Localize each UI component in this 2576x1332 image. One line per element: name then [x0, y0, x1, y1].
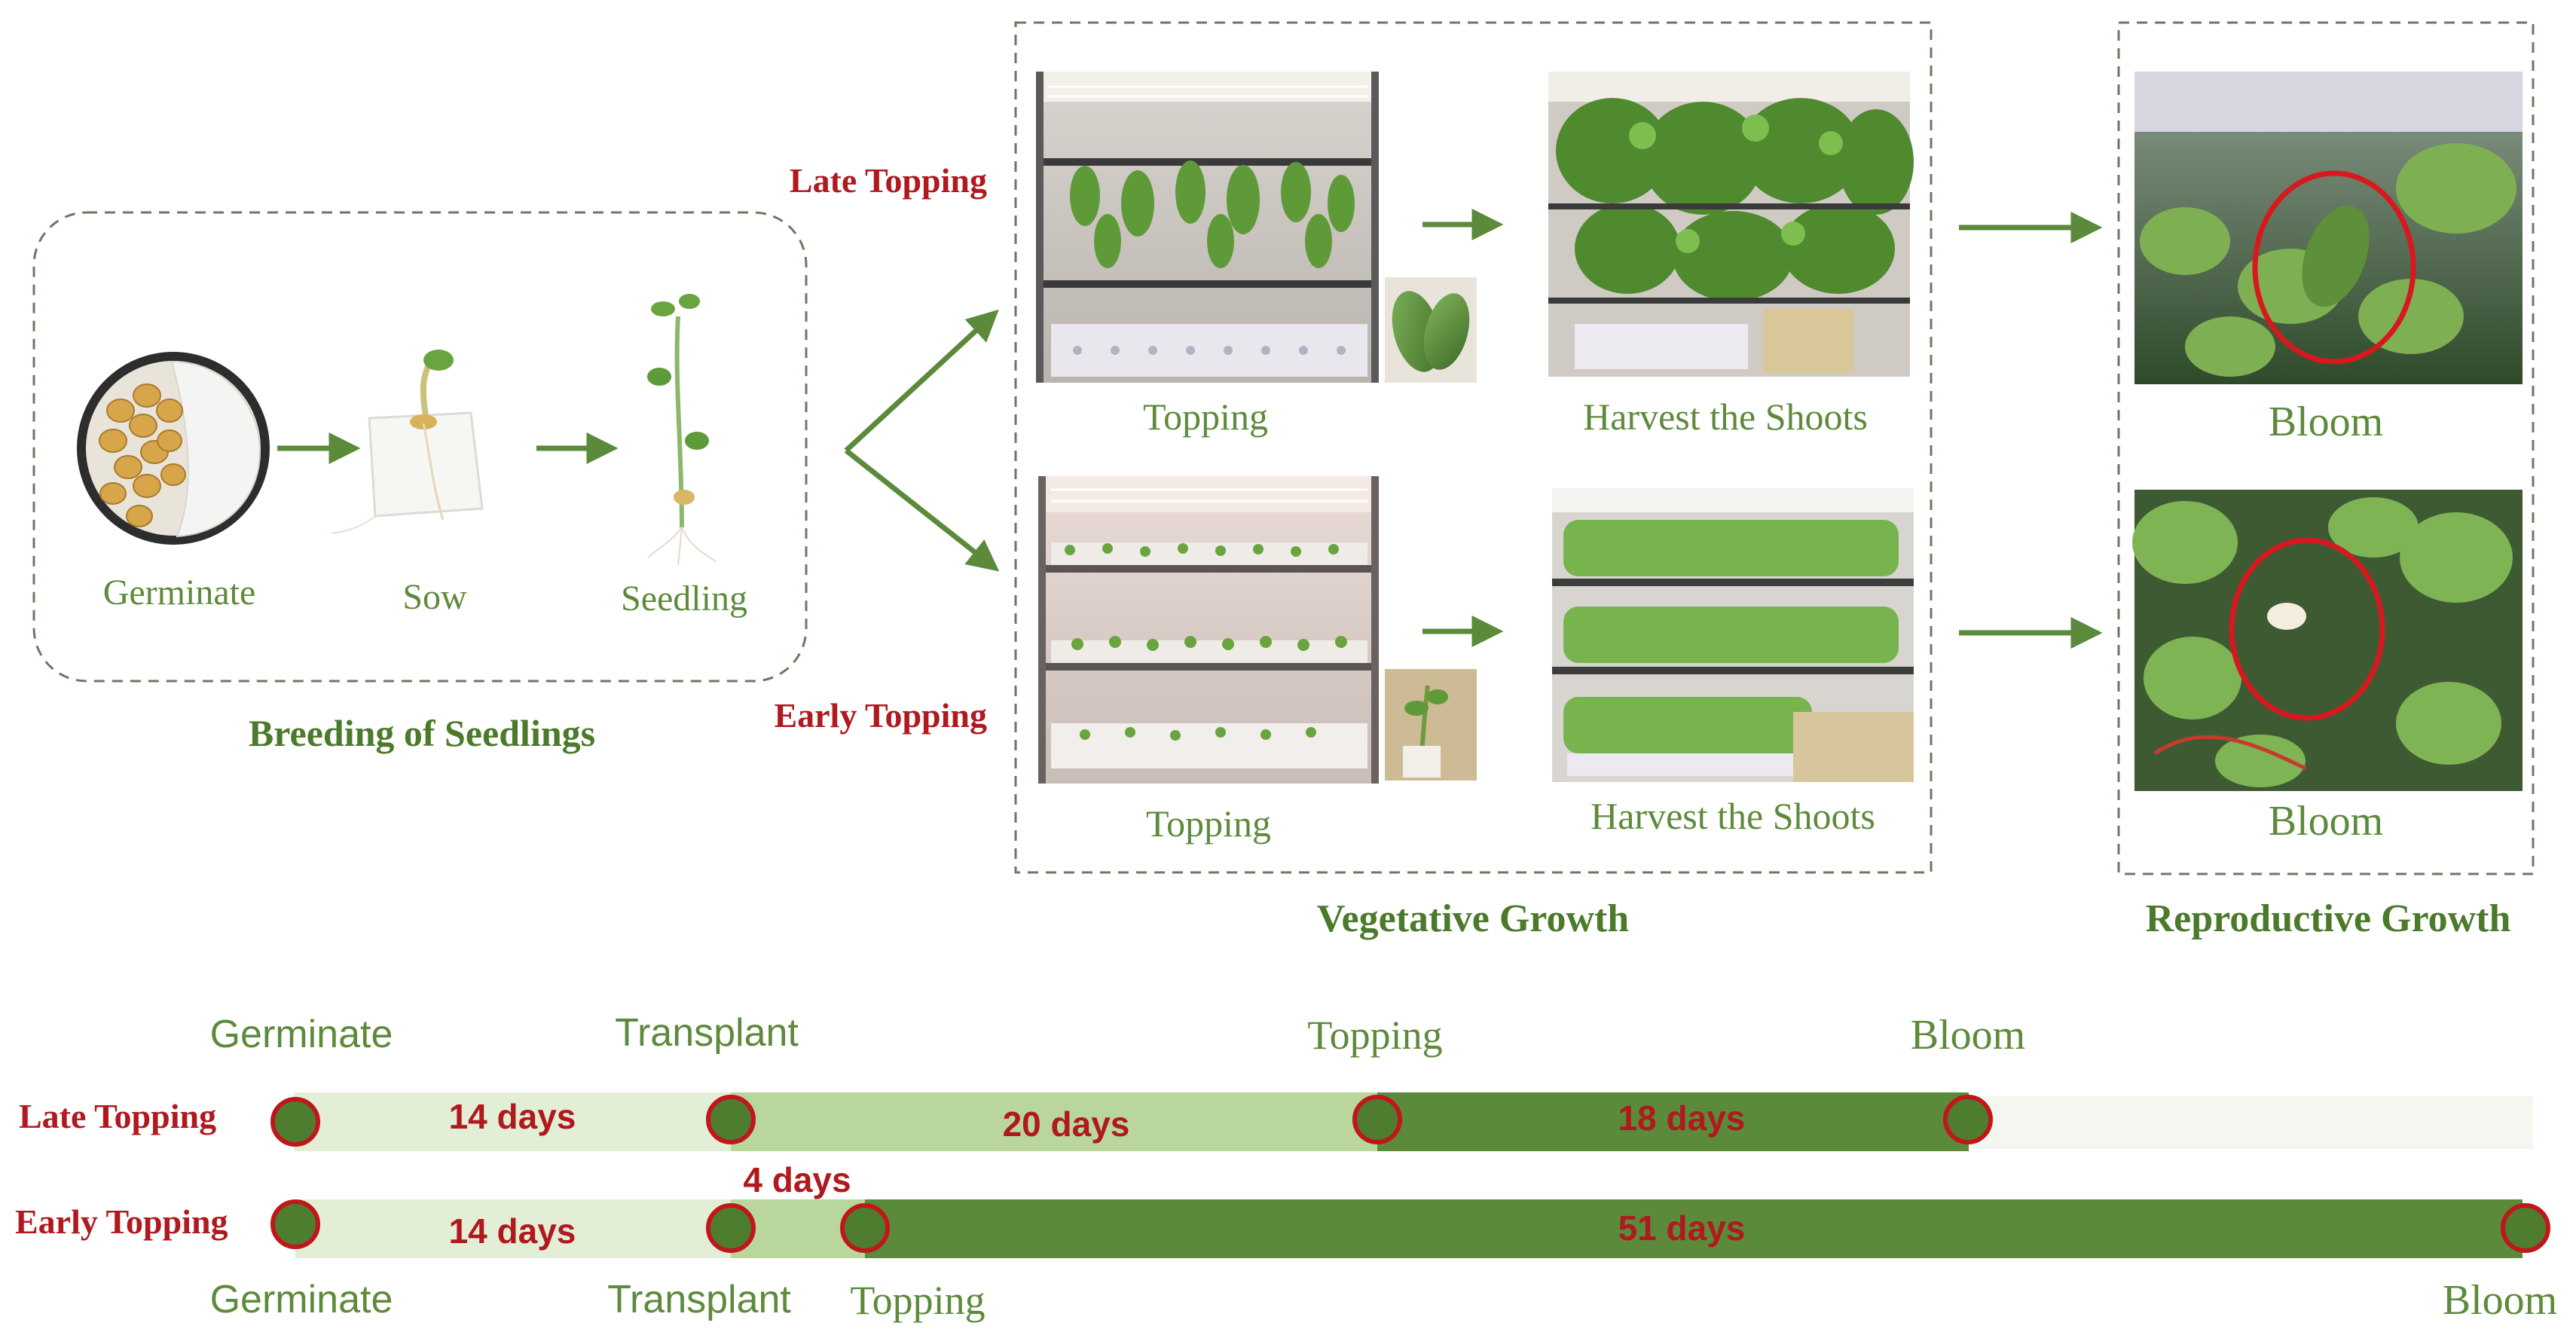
timeline-early-bloom-label: Bloom — [2443, 1277, 2557, 1324]
early-harvest-photo — [1552, 488, 1914, 782]
timeline-late-transplant-label: Transplant — [615, 1011, 799, 1055]
timeline-early-segment-1 — [295, 1199, 731, 1258]
late-bloom-photo — [2134, 72, 2523, 384]
timeline-late-segment-2 — [731, 1092, 1377, 1151]
timeline-early-marker-transplant — [706, 1203, 756, 1253]
timeline-early-marker-bloom — [2501, 1203, 2550, 1253]
branch-label-late: Late Topping — [790, 161, 987, 200]
seedling-photo — [647, 294, 717, 566]
breeding-title: Breeding of Seedlings — [249, 712, 595, 754]
timeline-late-segment-1 — [294, 1092, 731, 1151]
branch-label-early: Early Topping — [774, 696, 987, 735]
early-bloom-label: Bloom — [2269, 798, 2383, 845]
reproductive-title: Reproductive Growth — [2146, 897, 2511, 940]
timeline-late-marker-germinate — [270, 1097, 320, 1147]
sow-photo — [331, 350, 484, 534]
timeline-early-transplant-label: Transplant — [607, 1278, 791, 1321]
late-bloom-highlight-circle — [2252, 170, 2416, 365]
branch-arrow-early — [844, 448, 1000, 572]
timeline-late-row-label: Late Topping — [19, 1097, 216, 1135]
timeline-early-germinate-label: Germinate — [210, 1278, 393, 1321]
timeline-late-germinate-label: Germinate — [210, 1013, 393, 1056]
early-bloom-photo — [2132, 490, 2523, 791]
late-bloom-label: Bloom — [2269, 399, 2383, 445]
branch-arrow-late — [844, 309, 999, 453]
germinate-photo — [77, 352, 270, 545]
breeding-dashed-box — [32, 211, 808, 683]
early-topping-rack-photo — [1038, 476, 1379, 784]
early-topping-photo-label: Topping — [1146, 802, 1271, 845]
late-topping-leaf-inset — [1385, 277, 1477, 383]
reproductive-dashed-box — [2117, 21, 2535, 875]
late-topping-photo-label: Topping — [1143, 396, 1268, 438]
vegetative-dashed-box — [1014, 21, 1933, 874]
timeline-late-marker-bloom — [1943, 1095, 1993, 1144]
timeline-early-duration-3: 51 days — [1618, 1208, 1746, 1248]
timeline-late-marker-transplant — [706, 1095, 756, 1144]
early-harvest-photo-label: Harvest the Shoots — [1591, 795, 1875, 837]
timeline-early-row-label: Early Topping — [15, 1202, 228, 1241]
late-topping-rack-photo — [1036, 72, 1379, 383]
timeline-early-segment-3 — [865, 1199, 2523, 1258]
step-sow: Sow — [402, 577, 467, 617]
late-harvest-photo-label: Harvest the Shoots — [1583, 396, 1868, 438]
timeline-late-topping-label: Topping — [1307, 1013, 1442, 1058]
timeline-late-duration-3: 18 days — [1618, 1098, 1746, 1138]
timeline-late-duration-2: 20 days — [1003, 1104, 1130, 1144]
timeline-late-marker-topping — [1352, 1095, 1402, 1144]
timeline-late-bloom-label: Bloom — [1911, 1012, 2025, 1059]
timeline-early-duration-2: 4 days — [743, 1160, 851, 1199]
late-harvest-photo — [1548, 72, 1914, 377]
early-topping-sprout-inset — [1385, 669, 1477, 781]
step-seedling: Seedling — [621, 579, 747, 619]
timeline-late-duration-1: 14 days — [449, 1097, 576, 1136]
timeline-early-duration-1: 14 days — [449, 1211, 576, 1251]
timeline-early-marker-germinate — [270, 1199, 320, 1249]
timeline-early-marker-topping — [840, 1203, 890, 1253]
timeline-early-topping-label: Topping — [850, 1278, 985, 1323]
step-germinate: Germinate — [103, 573, 256, 613]
early-bloom-highlight-circle — [2229, 537, 2385, 721]
vegetative-title: Vegetative Growth — [1317, 897, 1630, 940]
timeline-late-segment-3 — [1377, 1092, 1969, 1151]
